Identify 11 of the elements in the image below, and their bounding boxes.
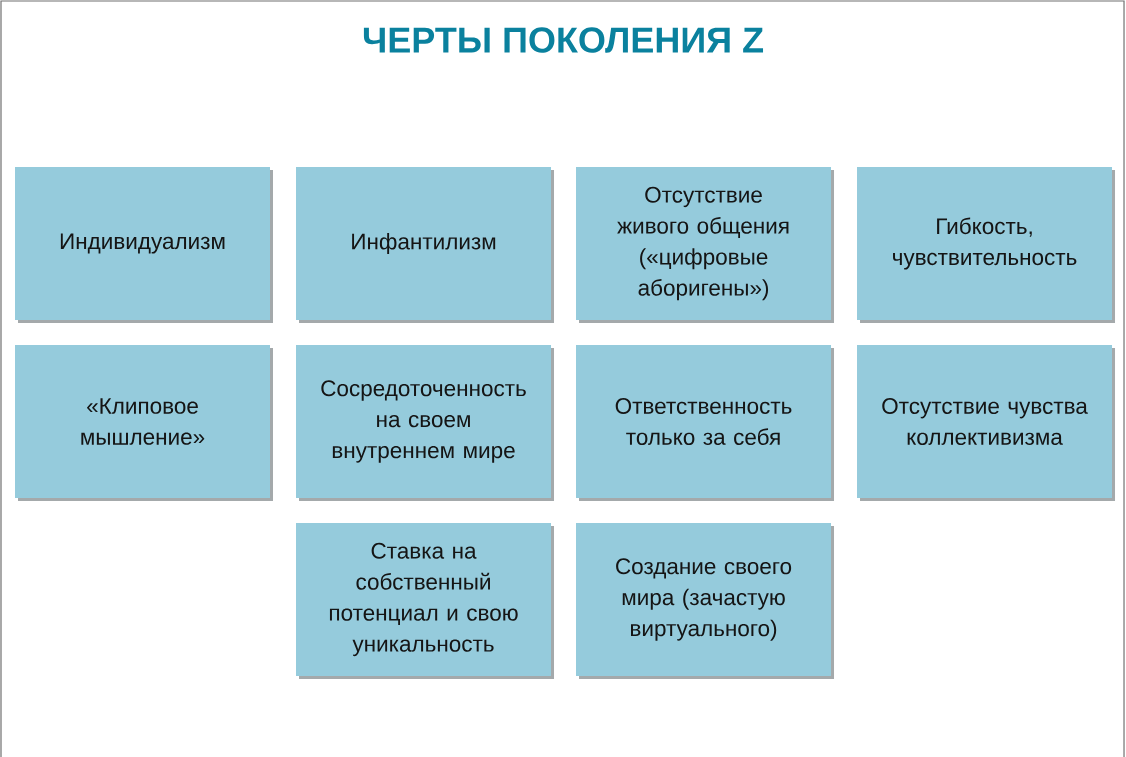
- trait-box: Ставка на собственный потенциал и свою уникальность: [296, 523, 554, 679]
- trait-box: Отсутствие живого общения («цифровые аборигены»): [576, 167, 834, 323]
- trait-box: Гибкость, чувствительность: [857, 167, 1115, 323]
- trait-box: Ответственность только за себя: [576, 345, 834, 501]
- trait-box: «Клиповое мышление»: [15, 345, 273, 501]
- trait-box: Создание своего мира (зачастую виртуального): [576, 523, 834, 679]
- trait-box: Индивидуализм: [15, 167, 273, 323]
- title: ЧЕРТЫ ПОКОЛЕНИЯ Z: [363, 27, 763, 53]
- trait-box: Инфантилизм: [296, 167, 554, 323]
- trait-box: Отсутствие чувства коллективизма: [857, 345, 1115, 501]
- trait-box: Сосредоточенность на своем внутреннем мире: [296, 345, 554, 501]
